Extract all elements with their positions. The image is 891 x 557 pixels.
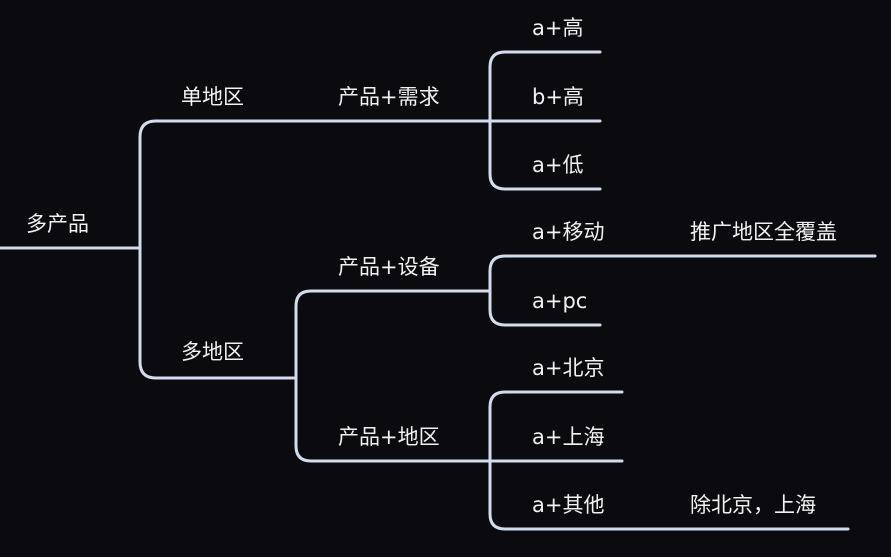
leaf-a-low-label: a+低: [532, 153, 584, 177]
leaf-a-mobile-label: a+移动: [532, 220, 605, 244]
node-product-area-label: 产品+地区: [338, 425, 440, 449]
connector-device-bracket: [488, 254, 877, 327]
leaf-a-pc-label: a+pc: [532, 289, 588, 313]
branch-single-region-label: 单地区: [181, 85, 244, 109]
leaf-a-other-note: 除北京，上海: [690, 493, 816, 517]
branch-multi-region-label: 多地区: [181, 340, 244, 364]
leaf-b-high-label: b+高: [532, 85, 584, 109]
leaf-a-mobile-note: 推广地区全覆盖: [690, 220, 837, 244]
connector-demand-bracket: [488, 50, 602, 191]
leaf-a-high-label: a+高: [532, 16, 584, 40]
connector-area-bracket: [488, 390, 850, 531]
leaf-a-other-label: a+其他: [532, 493, 605, 517]
leaf-a-beijing-label: a+北京: [532, 356, 605, 380]
connector-root-bracket: [138, 119, 158, 380]
node-product-device-label: 产品+设备: [338, 255, 440, 279]
node-product-demand-label: 产品+需求: [338, 85, 440, 109]
leaf-a-shanghai-label: a+上海: [532, 425, 605, 449]
connector-multi-region-bracket: [294, 289, 492, 463]
root-node-label: 多产品: [26, 212, 89, 236]
